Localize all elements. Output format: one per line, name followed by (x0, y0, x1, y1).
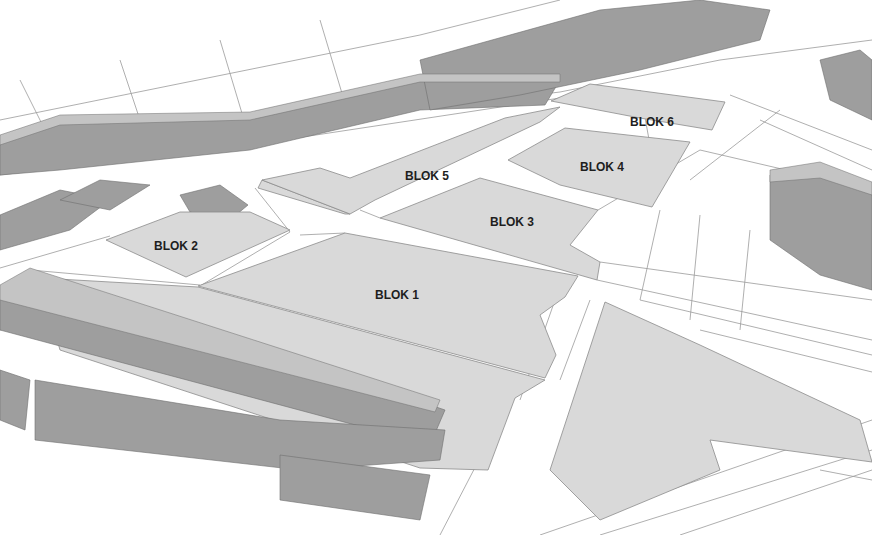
block-label: BLOK 6 (630, 115, 674, 129)
block-label: BLOK 2 (154, 239, 198, 253)
building-block: BLOK 1 (198, 233, 578, 378)
block-label: BLOK 1 (375, 288, 419, 302)
block-shape (551, 84, 725, 130)
building-block: BLOK 6 (551, 84, 725, 130)
block-shape (198, 233, 578, 378)
block-outline (198, 233, 578, 378)
block-label: BLOK 4 (580, 160, 624, 174)
block-label: BLOK 5 (405, 169, 449, 183)
block-label: BLOK 3 (490, 215, 534, 229)
